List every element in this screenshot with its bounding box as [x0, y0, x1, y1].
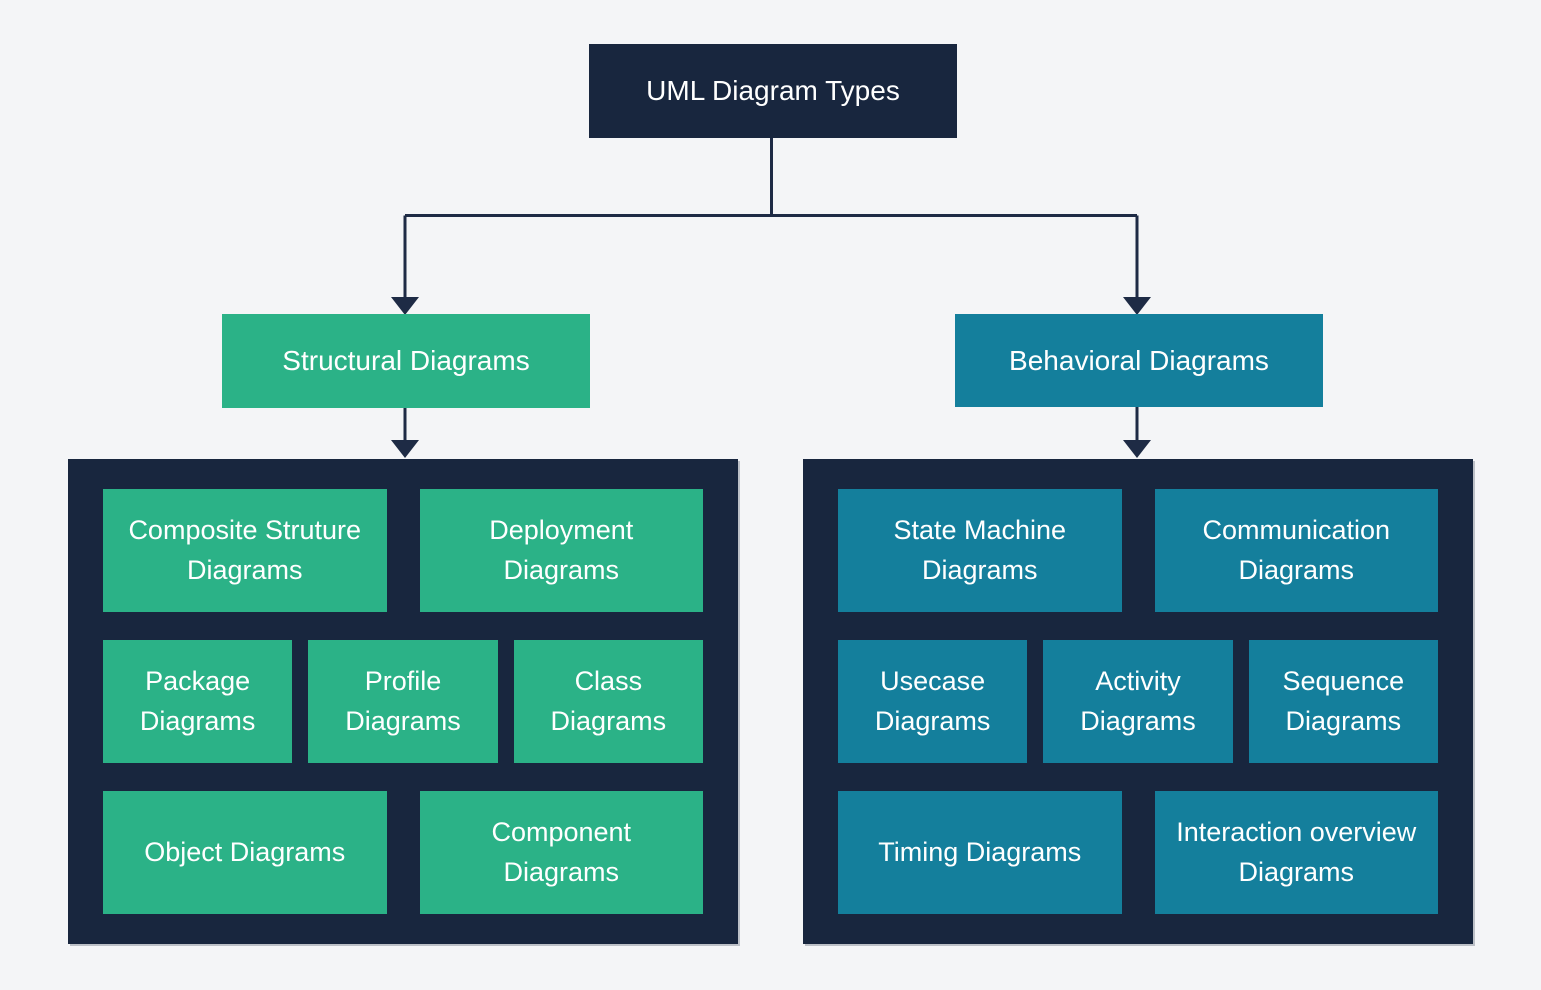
node-label: Sequence Diagrams — [1282, 666, 1405, 736]
node-label: Timing Diagrams — [878, 836, 1082, 867]
node-class-diagrams: Class Diagrams — [513, 640, 703, 763]
node-state-machine-diagrams: State Machine Diagrams — [838, 489, 1122, 612]
node-sequence-diagrams: Sequence Diagrams — [1248, 640, 1438, 763]
structural-row-1: Composite Struture Diagrams Deployment D… — [103, 489, 703, 612]
behavioral-row-3: Timing Diagrams Interaction overview Dia… — [838, 791, 1438, 914]
node-composite-structure-diagrams: Composite Struture Diagrams — [103, 489, 387, 612]
arrowhead-structural — [391, 297, 419, 315]
behavioral-header-label: Behavioral Diagrams — [1009, 344, 1269, 376]
behavioral-row-1: State Machine Diagrams Communication Dia… — [838, 489, 1438, 612]
structural-header-label: Structural Diagrams — [282, 345, 530, 377]
node-label: Activity Diagrams — [1080, 666, 1196, 736]
node-label: Profile Diagrams — [345, 666, 461, 736]
node-timing-diagrams: Timing Diagrams — [838, 791, 1122, 914]
node-profile-diagrams: Profile Diagrams — [308, 640, 498, 763]
structural-row-2: Package Diagrams Profile Diagrams Class … — [103, 640, 703, 763]
arrowhead-behavioral — [1123, 297, 1151, 315]
arrowhead-structural-group — [391, 440, 419, 458]
node-label: Usecase Diagrams — [874, 666, 991, 736]
node-usecase-diagrams: Usecase Diagrams — [838, 640, 1028, 763]
node-activity-diagrams: Activity Diagrams — [1043, 640, 1233, 763]
node-label: Deployment Diagrams — [489, 515, 634, 585]
node-deployment-diagrams: Deployment Diagrams — [419, 489, 703, 612]
root-node-uml-diagram-types: UML Diagram Types — [589, 44, 957, 138]
node-label: Composite Struture Diagrams — [128, 515, 362, 585]
node-communication-diagrams: Communication Diagrams — [1154, 489, 1438, 612]
behavioral-row-2: Usecase Diagrams Activity Diagrams Seque… — [838, 640, 1438, 763]
node-label: Package Diagrams — [139, 666, 256, 736]
structural-group-container: Composite Struture Diagrams Deployment D… — [68, 459, 738, 944]
node-label: Component Diagrams — [491, 817, 632, 887]
structural-header-node: Structural Diagrams — [222, 314, 590, 408]
node-component-diagrams: Component Diagrams — [419, 791, 703, 914]
node-label: Interaction overview Diagrams — [1176, 817, 1417, 887]
node-label: State Machine Diagrams — [893, 515, 1067, 585]
node-label: Object Diagrams — [144, 836, 346, 867]
node-label: Communication Diagrams — [1202, 515, 1391, 585]
node-object-diagrams: Object Diagrams — [103, 791, 387, 914]
root-node-label: UML Diagram Types — [646, 75, 900, 107]
node-interaction-overview-diagrams: Interaction overview Diagrams — [1154, 791, 1438, 914]
behavioral-group-container: State Machine Diagrams Communication Dia… — [803, 459, 1473, 944]
behavioral-header-node: Behavioral Diagrams — [955, 314, 1323, 407]
node-package-diagrams: Package Diagrams — [103, 640, 293, 763]
arrowhead-behavioral-group — [1123, 440, 1151, 458]
node-label: Class Diagrams — [550, 666, 667, 736]
structural-row-3: Object Diagrams Component Diagrams — [103, 791, 703, 914]
